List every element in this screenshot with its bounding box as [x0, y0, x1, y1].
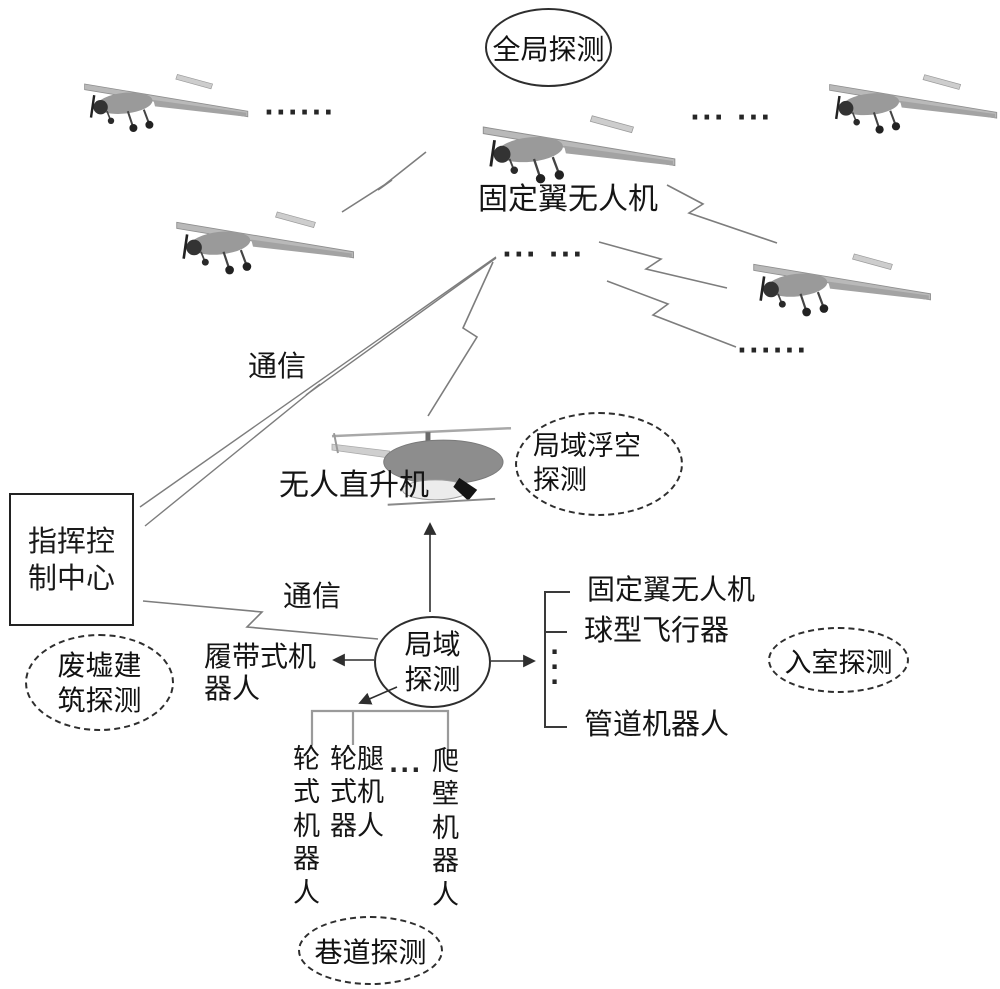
- indoor-fixed-wing-label: 固定翼无人机: [587, 573, 756, 606]
- ruins-line2: 筑探测: [57, 683, 142, 717]
- lightning-link-icon: [142, 600, 379, 640]
- lightning-link-icon: [598, 241, 728, 289]
- command-center-line2: 制中心: [27, 560, 115, 595]
- lightning-link-icon: [666, 184, 778, 244]
- indoor-detection-label: 入室探测: [784, 647, 893, 679]
- ellipsis-indoor-bracket: ···: [550, 638, 560, 696]
- lightning-link-icon: [341, 151, 427, 213]
- indoor-detection-bubble: 入室探测: [768, 627, 909, 693]
- wheeled-robot-label: 轮式机器人: [293, 744, 320, 909]
- tunnel-detection-bubble: 巷道探测: [298, 916, 443, 985]
- local-detection-line2: 探测: [404, 663, 461, 696]
- fixed-wing-uav-icon: [828, 68, 1000, 142]
- local-float-detection-bubble: 局域浮空 探测: [515, 412, 683, 516]
- ruins-detection-bubble: 废墟建 筑探测: [25, 634, 174, 731]
- tunnel-detection-label: 巷道探测: [314, 935, 427, 969]
- unmanned-helicopter-label: 无人直升机: [279, 468, 429, 503]
- ellipsis-center: ··· ···: [502, 240, 585, 270]
- ellipsis-top-right: ··· ···: [690, 103, 773, 133]
- pipeline-robot-label: 管道机器人: [584, 707, 730, 741]
- fixed-wing-uav-icon: [752, 246, 934, 326]
- local-detection-node: 局域 探测: [374, 616, 491, 708]
- ellipsis-robots: ···: [389, 756, 423, 784]
- local-float-line2: 探测: [533, 465, 587, 496]
- lightning-link-icon: [427, 261, 494, 417]
- global-detection-bubble: 全局探测: [485, 8, 612, 87]
- command-center-box: 指挥控 制中心: [9, 493, 134, 626]
- spherical-aircraft-label: 球型飞行器: [584, 613, 730, 647]
- wheel-legged-robot-label: 轮腿式机器人: [330, 744, 384, 842]
- local-float-line1: 局域浮空: [533, 431, 641, 463]
- command-center-line1: 指挥控: [27, 524, 115, 559]
- comm-label-lower: 通信: [283, 579, 342, 613]
- fixed-wing-uav-label: 固定翼无人机: [478, 182, 658, 217]
- lightning-link-icon: [606, 280, 737, 348]
- fixed-wing-uav-icon: [478, 112, 682, 189]
- tracked-robot-label: 履带式机器人: [204, 640, 317, 706]
- fixed-wing-uav-icon: [83, 68, 251, 140]
- global-detection-label: 全局探测: [492, 32, 605, 66]
- local-detection-line1: 局域: [404, 628, 461, 661]
- ellipsis-top-left: ······: [264, 98, 336, 128]
- ruins-line1: 废墟建: [57, 648, 142, 682]
- fixed-wing-uav-icon: [175, 207, 357, 281]
- comm-label-upper: 通信: [248, 349, 307, 383]
- wall-climbing-robot-label: 爬壁机器人: [432, 746, 459, 911]
- ellipsis-mid-right: ······: [737, 336, 809, 366]
